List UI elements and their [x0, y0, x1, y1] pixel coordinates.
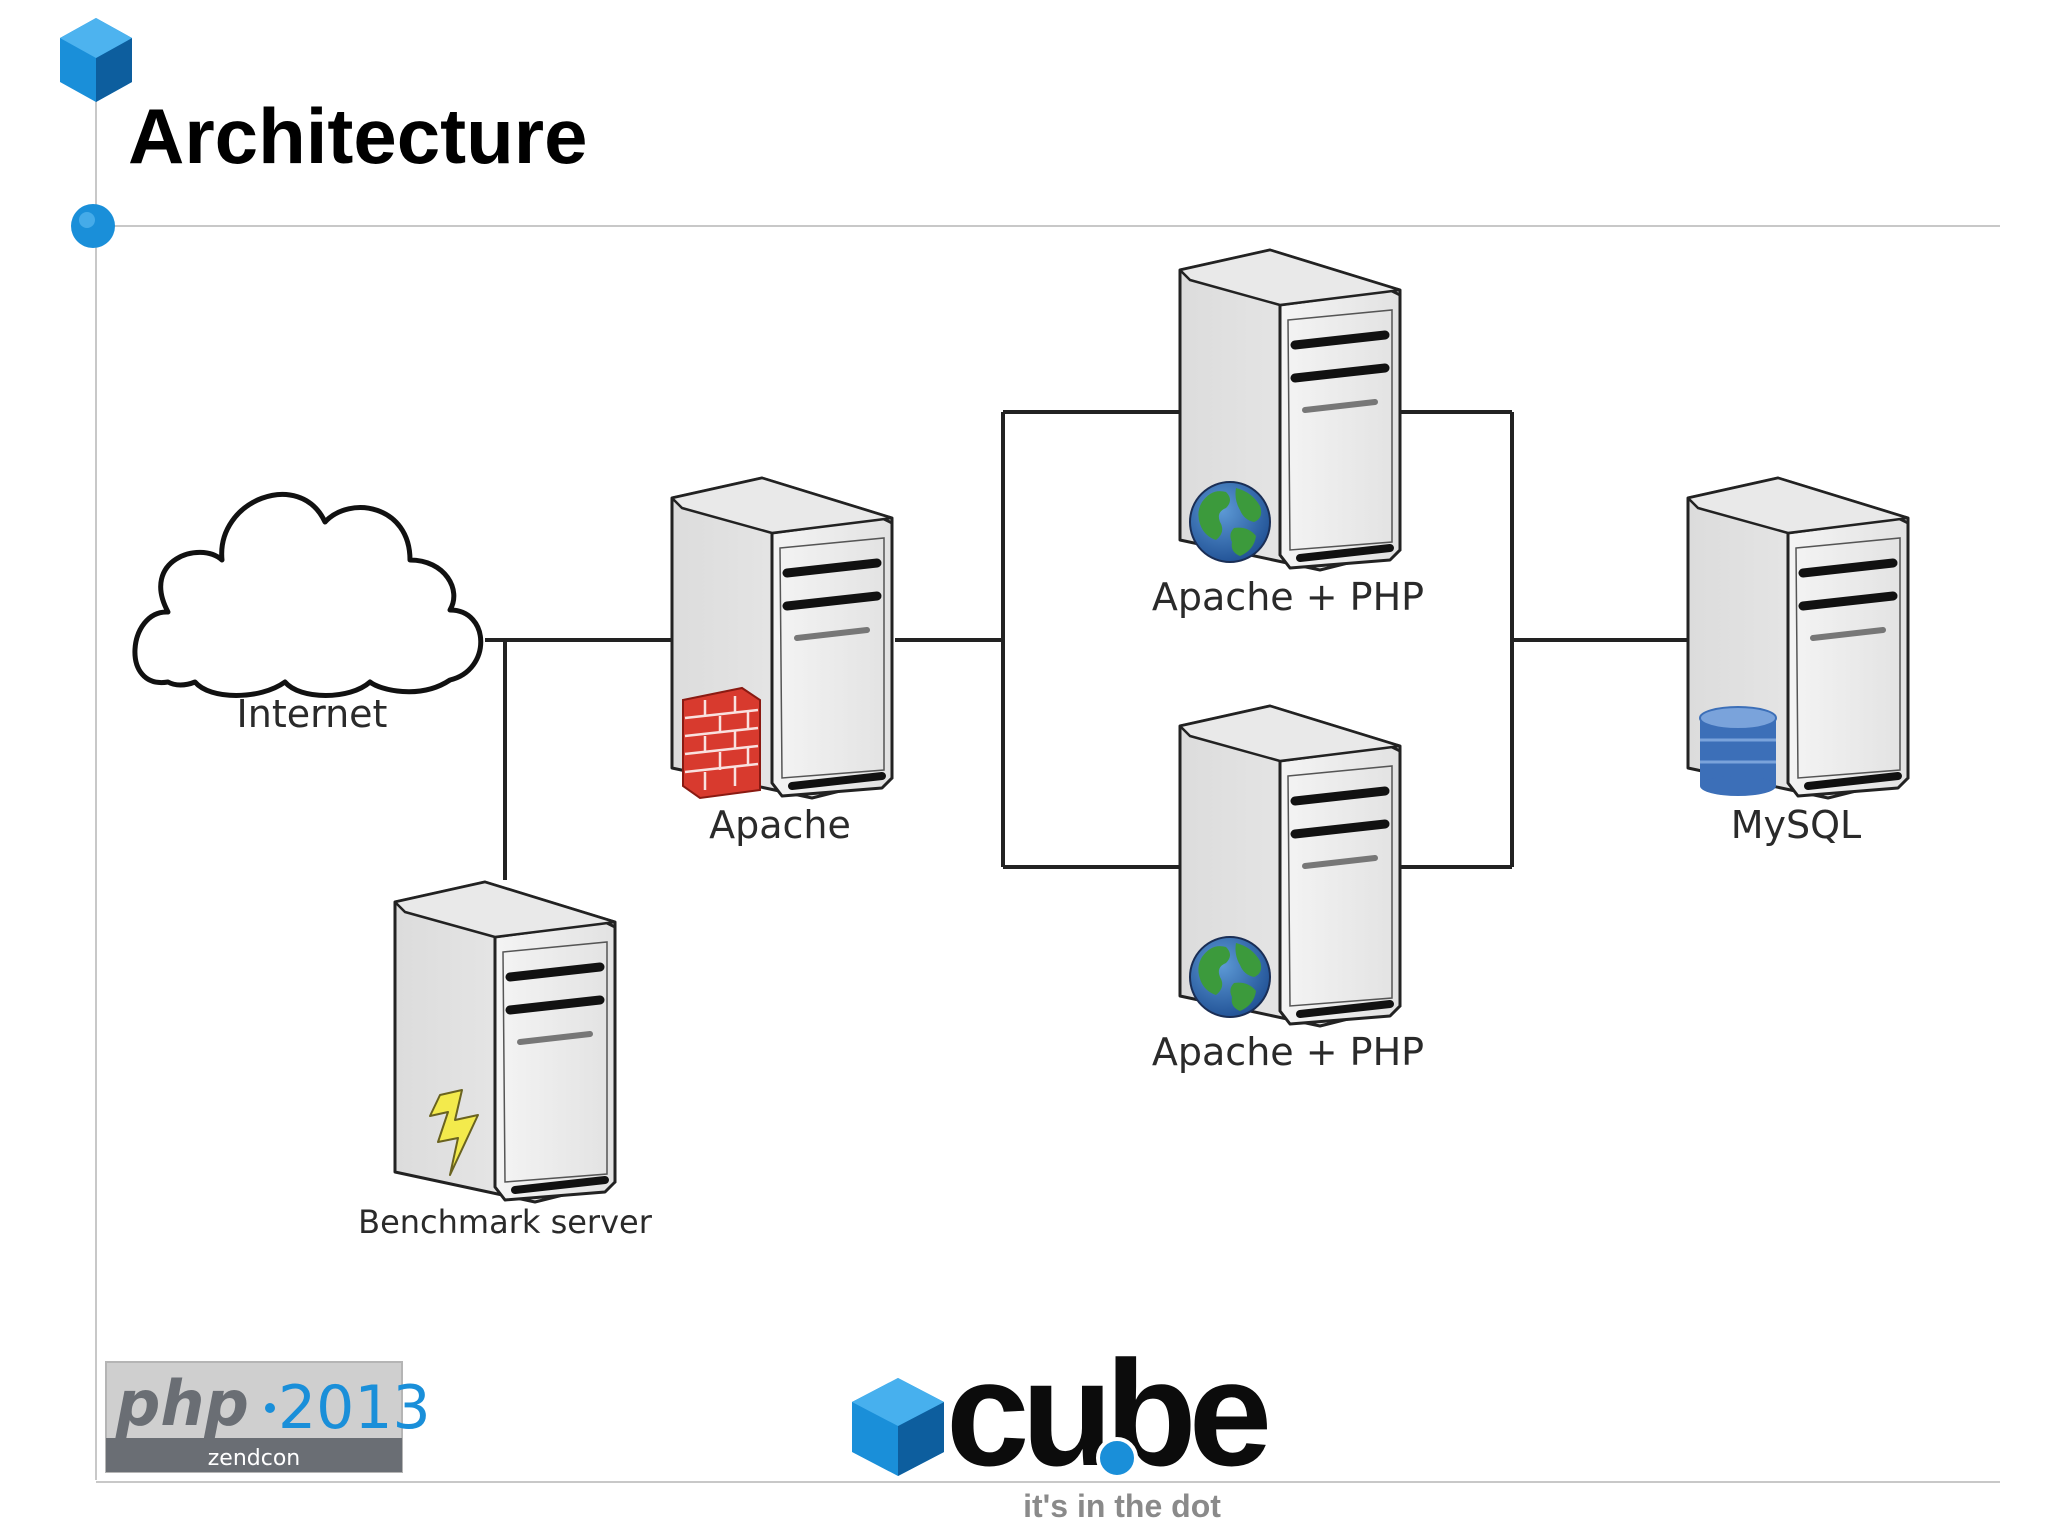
apache-php-2-label: Apache + PHP — [1152, 1030, 1424, 1074]
slide-title: Architecture — [128, 92, 588, 180]
benchmark-node: Benchmark server — [358, 882, 653, 1241]
internet-node: Internet — [132, 492, 484, 736]
apache-php-node-1: Apache + PHP — [1152, 250, 1424, 619]
apache-php-1-label: Apache + PHP — [1152, 575, 1424, 619]
network-connections — [485, 410, 1688, 880]
svg-text:zendcon: zendcon — [208, 1446, 301, 1471]
cube-logo: cube it's in the dot — [852, 1329, 1276, 1524]
svg-text:2013: 2013 — [278, 1373, 431, 1443]
firewall-icon — [682, 686, 761, 800]
benchmark-label: Benchmark server — [358, 1203, 653, 1241]
internet-label: Internet — [237, 692, 388, 736]
corner-cube-icon — [60, 18, 132, 102]
svg-text:it's in the dot: it's in the dot — [1023, 1488, 1221, 1524]
apache-node: Apache — [672, 478, 892, 847]
database-icon — [1699, 706, 1777, 796]
lightning-icon — [429, 1089, 479, 1176]
cloud-icon — [132, 492, 484, 698]
header-dot-icon — [71, 204, 115, 248]
apache-label: Apache — [709, 803, 851, 847]
mysql-label: MySQL — [1731, 803, 1861, 847]
php-zendcon-logo: php 2013 zendcon — [105, 1361, 431, 1473]
mysql-node: MySQL — [1688, 478, 1908, 847]
server-icon — [395, 882, 615, 1202]
globe-icon — [1189, 936, 1271, 1018]
svg-text:php: php — [115, 1367, 249, 1440]
apache-php-node-2: Apache + PHP — [1152, 706, 1424, 1074]
globe-icon — [1189, 481, 1271, 563]
